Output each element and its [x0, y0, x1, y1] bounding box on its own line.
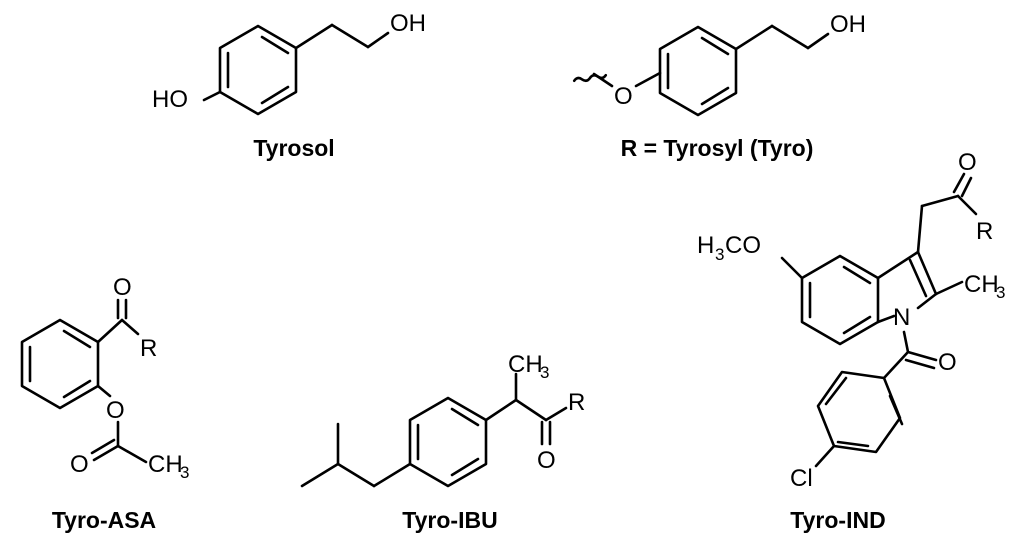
tyrosol-benzene-ring: [218, 24, 298, 116]
asa-ch3-label: CH: [148, 451, 183, 478]
ind-double-bond: [842, 315, 872, 335]
ind-r-label: R: [976, 218, 993, 245]
tyrosol-chain-bond: [366, 31, 390, 49]
ibu-double-bond: [450, 407, 480, 427]
ind-n-acyl-bond: [902, 330, 910, 354]
asa-acetyl-o-label: O: [70, 451, 89, 478]
ind-pyrrole-bond: [876, 314, 896, 324]
ind-co-double-bond: [960, 176, 973, 198]
ind-pyrrole-bond: [916, 250, 938, 296]
caption-tyrosyl: R = Tyrosyl (Tyro): [621, 135, 814, 161]
tyrosol-oh-label: OH: [390, 10, 426, 37]
ind-ring-double-bond: [836, 440, 870, 448]
ind-chlorophenyl-ring: [816, 370, 902, 454]
tyrosol-structure: OH HO: [152, 10, 426, 116]
ind-benzoyl-o-label: O: [938, 349, 957, 376]
tyrosyl-double-bond: [700, 36, 730, 56]
asa-double-bond: [62, 379, 92, 399]
tyrosyl-o-bond: [634, 71, 662, 88]
ind-ch3-subscript: 3: [996, 283, 1005, 302]
ind-carbonyl-bond: [920, 194, 960, 208]
ibu-ch3-subscript: 3: [540, 363, 549, 382]
asa-ester-o-bond: [96, 384, 112, 398]
caption-tyro-asa: Tyro-ASA: [52, 507, 156, 533]
ind-ring-double-bond: [824, 376, 848, 406]
ibu-benzene-ring: [408, 396, 488, 488]
asa-acetyl-co-bond: [92, 444, 120, 462]
asa-double-bond: [62, 329, 92, 349]
ind-methoxy-bond: [780, 256, 804, 280]
tyrosol-phenol-bond: [202, 90, 222, 102]
asa-ch3-subscript: 3: [180, 463, 189, 482]
tyrosyl-o-bond: [592, 72, 614, 88]
ind-carbonyl-o-label: O: [958, 149, 977, 176]
ibu-isobutyl-bond: [372, 462, 412, 488]
ind-cl-bond: [814, 444, 836, 468]
caption-tyrosol: Tyrosol: [253, 135, 334, 161]
ind-pyrrole-double-bond: [908, 258, 928, 298]
asa-carbonyl-bond: [96, 318, 124, 344]
ind-methyl-bond: [934, 280, 964, 296]
ind-benzoyl-co-bond: [906, 350, 938, 362]
asa-benzene-ring: [20, 318, 100, 410]
ibu-r-label: R: [568, 389, 585, 416]
asa-r-bond: [120, 318, 140, 336]
tyro-ind-structure: N H 3 CO CH 3 O R O Cl: [697, 149, 1005, 492]
tyrosyl-chain-bond: [734, 24, 774, 51]
ibu-isobutyl-bond: [300, 462, 340, 488]
ind-benzoyl-ring-bond: [882, 350, 910, 380]
tyrosyl-structure: O OH: [572, 11, 866, 117]
asa-methyl-bond: [116, 444, 148, 464]
tyrosyl-chain-bond: [806, 32, 830, 50]
asa-r-label: R: [140, 335, 157, 362]
ind-benzene-ring: [800, 254, 880, 346]
ibu-carbonyl-o-label: O: [537, 447, 556, 474]
ibu-carbonyl-bond: [514, 398, 548, 422]
tyrosyl-chain-bond: [770, 24, 810, 50]
tyrosyl-oh-label: OH: [830, 11, 866, 38]
ind-n-label: N: [893, 304, 910, 331]
ind-r-bond: [956, 194, 978, 216]
tyrosyl-double-bond: [700, 86, 730, 106]
ibu-r-bond: [544, 406, 568, 422]
tyrosol-ho-label: HO: [152, 86, 188, 113]
asa-acetyl-co-bond: [90, 438, 116, 455]
tyrosyl-o-label: O: [614, 83, 633, 110]
ind-ch2-bond: [916, 204, 924, 254]
caption-tyro-ind: Tyro-IND: [790, 507, 885, 533]
ind-double-bond: [842, 265, 872, 285]
ind-pyrrole-bond: [916, 292, 938, 310]
tyrosol-double-bond: [260, 85, 290, 105]
tyro-asa-structure: O R O O CH 3: [20, 274, 189, 482]
ind-pyrrole-bond: [876, 250, 920, 280]
tyrosol-double-bond: [260, 35, 290, 55]
ibu-ch3-label: CH: [508, 351, 543, 378]
ibu-propionyl-bond: [484, 398, 518, 422]
ibu-isobutyl-bond: [336, 462, 376, 488]
tyrosyl-benzene-ring: [658, 25, 738, 117]
ind-h3co-h: H: [697, 232, 714, 259]
tyrosol-chain-bond: [294, 23, 334, 50]
asa-ester-o-label: O: [106, 397, 125, 424]
tyrosol-chain-bond: [330, 23, 370, 49]
ind-ring-double-bond: [888, 394, 904, 426]
asa-carbonyl-o-label: O: [113, 274, 132, 301]
ind-cl-label: Cl: [790, 465, 813, 492]
caption-tyro-ibu: Tyro-IBU: [402, 507, 497, 533]
ind-ch3-label: CH: [964, 271, 999, 298]
tyro-ibu-structure: CH 3 O R: [300, 351, 585, 488]
ind-benzoyl-co-double-bond: [904, 358, 936, 370]
ind-h3co-subscript: 3: [715, 245, 724, 264]
ind-h3co-rest: CO: [725, 232, 761, 259]
ibu-double-bond: [450, 457, 480, 477]
ind-co-double-bond: [952, 172, 966, 194]
